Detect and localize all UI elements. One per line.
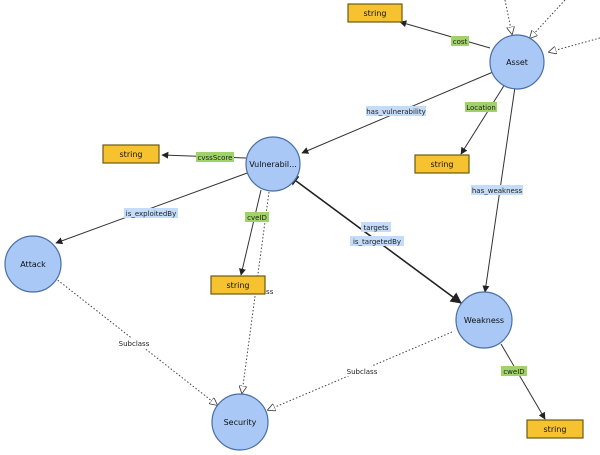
literal-node-location[interactable]: string (414, 154, 470, 174)
literal-node-cost-text: string (364, 9, 387, 18)
edge-label-is-exploited-by[interactable]: is_exploitedBy (124, 208, 178, 218)
edge-label-cve-id[interactable]: cveID (245, 212, 269, 222)
class-node-vulnerability[interactable]: Vulnerabil... (245, 136, 301, 192)
edge-label-cwe-id[interactable]: cweID (501, 366, 527, 376)
edge-location[interactable] (460, 83, 506, 155)
edge-label-cost[interactable]: cost (451, 36, 469, 46)
edge-label-cvss-score[interactable]: cvssScore (196, 152, 234, 162)
edge-offscreen-3[interactable] (549, 37, 600, 52)
literal-node-cost[interactable]: string (347, 3, 403, 23)
literal-node-cve-id-text: string (227, 281, 250, 290)
edge-label-subclass-weakness[interactable]: Subclass (345, 366, 379, 376)
edge-label-location-text: Location (466, 104, 496, 112)
edge-label-has-weakness[interactable]: has_weakness (471, 185, 523, 195)
edge-cost[interactable] (399, 20, 491, 49)
edge-label-has-vulnerability[interactable]: has_vulnerability (366, 106, 426, 116)
literal-node-cve-id[interactable]: string (210, 275, 266, 295)
edge-cve-id[interactable] (239, 189, 262, 276)
class-node-weakness-label: Weakness (464, 316, 504, 325)
literal-node-cvss-score[interactable]: string (102, 144, 160, 164)
edge-label-subclass-attack-text: Subclass (119, 340, 150, 348)
edge-label-is-exploited-by-text: is_exploitedBy (126, 210, 176, 218)
edge-label-subclass-attack[interactable]: Subclass (117, 338, 151, 348)
class-node-vulnerability-label: Vulnerabil... (249, 160, 297, 169)
edge-offscreen-2[interactable] (530, 0, 566, 38)
edge-label-location[interactable]: Location (465, 102, 497, 112)
edge-label-is-targeted-by-text: is_targetedBy (353, 238, 401, 246)
class-node-attack-label: Attack (20, 260, 46, 269)
edge-label-cost-text: cost (453, 38, 468, 46)
edge-cwe-id[interactable] (500, 343, 546, 420)
edge-offscreen-1[interactable] (504, 0, 512, 34)
class-node-security[interactable]: Security (211, 393, 269, 451)
edge-label-has-vulnerability-text: has_vulnerability (366, 108, 425, 116)
edge-label-has-weakness-text: has_weakness (472, 187, 523, 195)
class-node-security-label: Security (224, 418, 257, 427)
class-node-attack[interactable]: Attack (4, 235, 62, 293)
edge-label-targets-text: targets (364, 224, 389, 232)
class-nodes: Asset Vulnerabil... Attack Weakness Secu… (4, 34, 545, 451)
edge-label-cvss-score-text: cvssScore (198, 154, 233, 162)
literal-node-cvss-score-text: string (120, 150, 143, 159)
edge-label-cwe-id-text: cweID (503, 368, 524, 376)
class-node-asset-label: Asset (506, 58, 528, 67)
edge-label-targets[interactable]: targets (361, 222, 391, 232)
edge-label-subclass-weakness-text: Subclass (347, 368, 378, 376)
edge-label-cve-id-text: cveID (247, 214, 267, 222)
edge-is-exploited-by[interactable] (55, 171, 251, 245)
edge-subclass-vulnerability[interactable] (242, 191, 270, 393)
literal-nodes: string string string string string (102, 3, 584, 439)
class-node-asset[interactable]: Asset (489, 34, 545, 90)
literal-node-cwe-id-text: string (544, 425, 567, 434)
literal-node-cwe-id[interactable]: string (526, 419, 584, 439)
class-node-weakness[interactable]: Weakness (455, 291, 513, 349)
literal-node-location-text: string (431, 160, 454, 169)
edge-label-is-targeted-by[interactable]: is_targetedBy (350, 236, 404, 246)
